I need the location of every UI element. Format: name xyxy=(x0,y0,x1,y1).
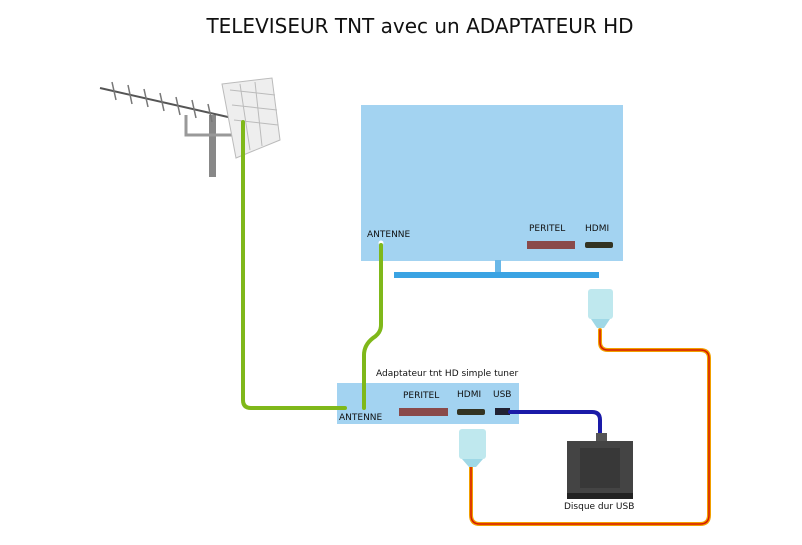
antenna-icon xyxy=(99,77,281,177)
adapter-hdmi-port xyxy=(457,409,485,415)
tv-screen xyxy=(361,105,623,278)
tv-antenna-label: ANTENNE xyxy=(367,230,411,240)
tv-hdmi-label: HDMI xyxy=(585,224,610,234)
tv-peritel-label: PERITEL xyxy=(529,224,566,234)
adapter-peritel-port xyxy=(399,408,448,416)
tv-antenna-cable xyxy=(362,243,383,410)
adapter-usb-port xyxy=(495,408,510,415)
tv-hdmi-port xyxy=(585,242,613,248)
hdmi-plug-icon xyxy=(459,289,613,467)
adapter-hdmi-label: HDMI xyxy=(457,390,482,400)
adapter-usb-label: USB xyxy=(493,390,512,400)
adapter-peritel-label: PERITEL xyxy=(403,391,440,401)
hard-drive-icon xyxy=(567,433,633,499)
tv-peritel-port xyxy=(527,241,575,249)
antenna-cable xyxy=(241,120,347,410)
adapter-title: Adaptateur tnt HD simple tuner xyxy=(376,369,519,379)
hdd-label: Disque dur USB xyxy=(564,502,635,512)
adapter-antenna-label: ANTENNE xyxy=(339,413,383,423)
usb-cable xyxy=(508,410,602,438)
adapter-box xyxy=(337,383,519,424)
diagram-title: TELEVISEUR TNT avec un ADAPTATEUR HD xyxy=(206,14,634,38)
